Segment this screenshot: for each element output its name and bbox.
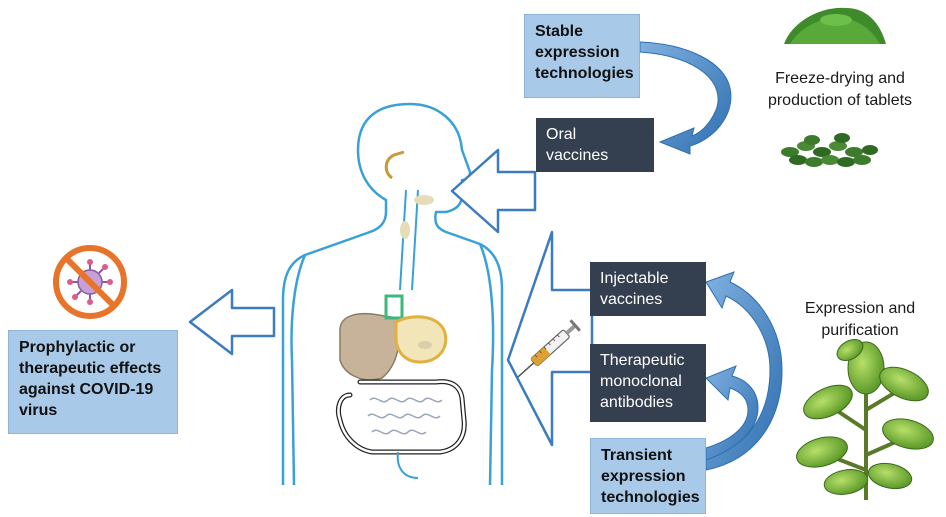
box-line: expression: [601, 468, 686, 485]
box-line: Therapeutic: [600, 352, 685, 369]
freeze-drying-caption: Freeze-drying and production of tablets: [740, 68, 940, 112]
box-line: technologies: [601, 489, 700, 506]
injectable-vaccines-box: Injectable vaccines: [590, 262, 706, 316]
box-line: Prophylactic or: [19, 339, 136, 356]
box-line: Oral: [546, 126, 577, 143]
box-line: Transient: [601, 447, 673, 464]
injection-chevron-arrow: [506, 230, 594, 447]
caption-line: Freeze-drying and: [775, 70, 905, 87]
box-line: vaccines: [546, 147, 609, 164]
stable-expression-box: Stable expression technologies: [524, 14, 640, 98]
box-line: Stable: [535, 23, 584, 40]
caption-line: Expression and: [804, 300, 916, 317]
box-line: monoclonal: [600, 373, 682, 390]
box-line: therapeutic effects: [19, 360, 162, 377]
box-line: Injectable: [600, 270, 669, 287]
box-line: virus: [19, 402, 58, 419]
human-body-digestive-system-icon: [281, 102, 504, 486]
prophylactic-effects-box: Prophylactic or therapeutic effects agai…: [8, 330, 178, 434]
oral-vaccines-box: Oral vaccines: [536, 118, 654, 172]
plant-icon: [796, 339, 934, 500]
green-powder-icon: [784, 7, 886, 44]
left-outline-arrow: [188, 288, 276, 356]
stable-to-oral-curved-arrow: [639, 41, 732, 155]
green-tablets-icon: [781, 133, 878, 167]
oral-vaccines-arrow: [450, 148, 537, 234]
no-virus-icon: [53, 245, 127, 319]
caption-line: production of tablets: [767, 92, 913, 109]
box-line: technologies: [535, 65, 634, 82]
box-line: antibodies: [600, 394, 673, 411]
transient-expression-box: Transient expression technologies: [590, 438, 706, 514]
expression-purification-caption: Expression and purification: [780, 298, 940, 342]
therapeutic-antibodies-box: Therapeutic monoclonal antibodies: [590, 344, 706, 422]
caption-line: purification: [821, 322, 899, 339]
box-line: vaccines: [600, 291, 663, 308]
box-line: against COVID-19: [19, 381, 154, 398]
syringe-icon: [517, 319, 581, 378]
box-line: expression: [535, 44, 620, 61]
transient-to-products-curved-arrows: [705, 271, 783, 471]
